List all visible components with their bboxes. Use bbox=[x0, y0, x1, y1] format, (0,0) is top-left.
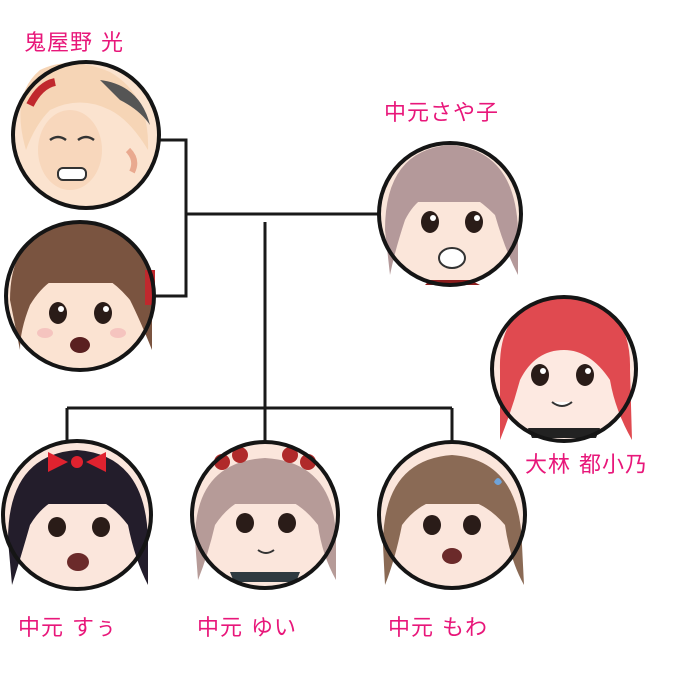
child3-name-label: 中元 もわ bbox=[388, 618, 488, 640]
father-name-label: 中元さや子 bbox=[384, 103, 499, 125]
child1-portrait bbox=[3, 441, 151, 589]
grandfather-portrait bbox=[13, 62, 159, 208]
grandfather-name-label: 鬼屋野 光 bbox=[24, 33, 124, 55]
child1-name-label: 中元 すぅ bbox=[18, 618, 117, 640]
mother-portrait bbox=[6, 222, 155, 370]
friend-name-label: 大林 都小乃 bbox=[525, 455, 648, 477]
father-portrait bbox=[379, 143, 521, 285]
child2-name-label: 中元 ゆい bbox=[197, 618, 297, 640]
child2-portrait bbox=[192, 442, 338, 588]
friend-portrait bbox=[492, 296, 636, 441]
child3-portrait bbox=[379, 442, 525, 588]
